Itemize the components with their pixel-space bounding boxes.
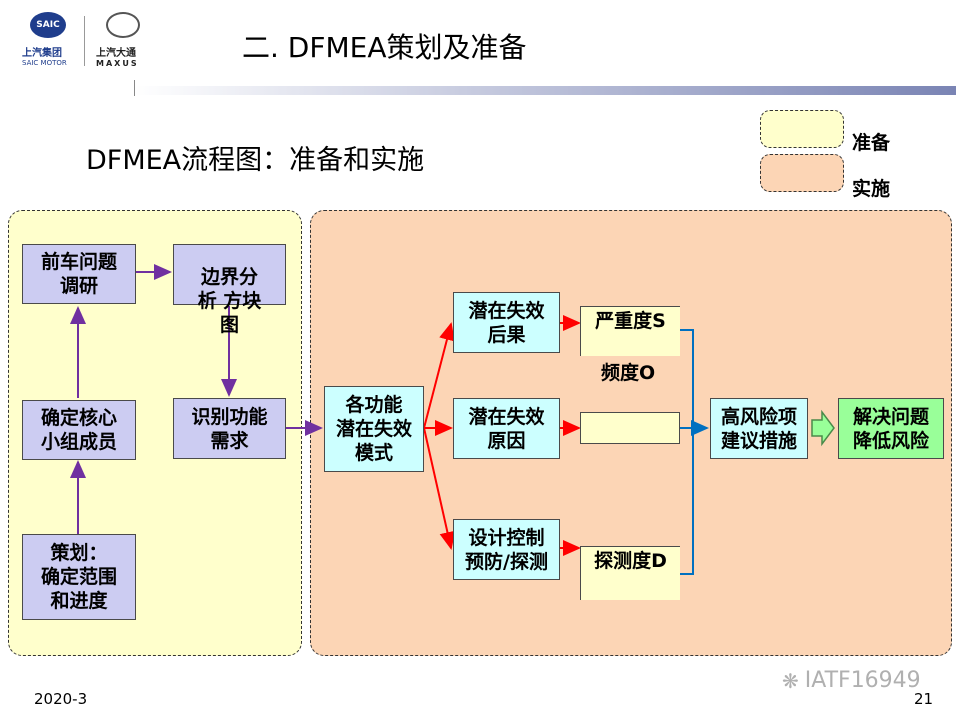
- page-number: 21: [914, 690, 934, 708]
- severity-label: 严重度S: [595, 310, 666, 332]
- legend-prepare-swatch: [760, 110, 844, 148]
- connector-severity: [680, 329, 694, 428]
- saic-logo-text: 上汽集团: [22, 48, 62, 59]
- node-survey: 前车问题 调研: [22, 244, 136, 304]
- connector-detection: [680, 428, 694, 575]
- detection-label: 探测度D: [594, 550, 667, 572]
- footer-date: 2020-3: [34, 690, 88, 708]
- node-control: 设计控制 预防/探测: [453, 519, 560, 580]
- arrow-to-solve: [811, 409, 835, 447]
- node-plan: 策划： 确定范围 和进度: [22, 534, 136, 620]
- node-boundary: 边界分 析 方块 图: [173, 244, 286, 336]
- arrow-mode-to-control: [423, 427, 456, 550]
- node-function: 识别功能 需求: [173, 398, 286, 459]
- node-severity: 严重度S: [580, 306, 680, 356]
- watermark: ❋ IATF16949: [782, 668, 921, 693]
- node-occurrence: [580, 412, 680, 444]
- maxus-logo: 上汽大通 MAXUS: [90, 10, 156, 70]
- saic-logo: SAIC 上汽集团 SAIC MOTOR: [18, 10, 78, 70]
- title-rule: [134, 86, 956, 95]
- saic-badge-icon: SAIC: [30, 12, 66, 38]
- title-rule-tick: [134, 80, 135, 96]
- wechat-icon: ❋: [782, 668, 799, 693]
- maxus-logo-text: 上汽大通: [96, 48, 136, 59]
- node-effect: 潜在失效 后果: [453, 292, 560, 353]
- occurrence-label: 频度O: [601, 362, 656, 384]
- legend-implement-swatch: [760, 154, 844, 192]
- legend-implement-label: 实施: [852, 178, 891, 200]
- saic-logo-sub: SAIC MOTOR: [22, 59, 67, 67]
- node-team: 确定核心 小组成员: [22, 400, 136, 460]
- node-failure-mode: 各功能 潜在失效 模式: [324, 386, 424, 472]
- logo-divider: [84, 16, 85, 66]
- node-cause: 潜在失效 原因: [453, 398, 560, 459]
- watermark-text: IATF16949: [804, 668, 921, 693]
- page-title: 二. DFMEA策划及准备: [242, 31, 527, 64]
- node-high-risk: 高风险项 建议措施: [710, 398, 808, 459]
- maxus-logo-sub: MAXUS: [96, 59, 139, 68]
- arrow-mode-to-effect: [423, 322, 455, 429]
- diagram-subtitle: DFMEA流程图：准备和实施: [86, 145, 425, 176]
- node-solve: 解决问题 降低风险: [838, 398, 944, 459]
- maxus-badge-icon: [106, 12, 140, 38]
- legend-prepare-label: 准备: [852, 132, 891, 154]
- node-detection: 探测度D: [580, 546, 680, 600]
